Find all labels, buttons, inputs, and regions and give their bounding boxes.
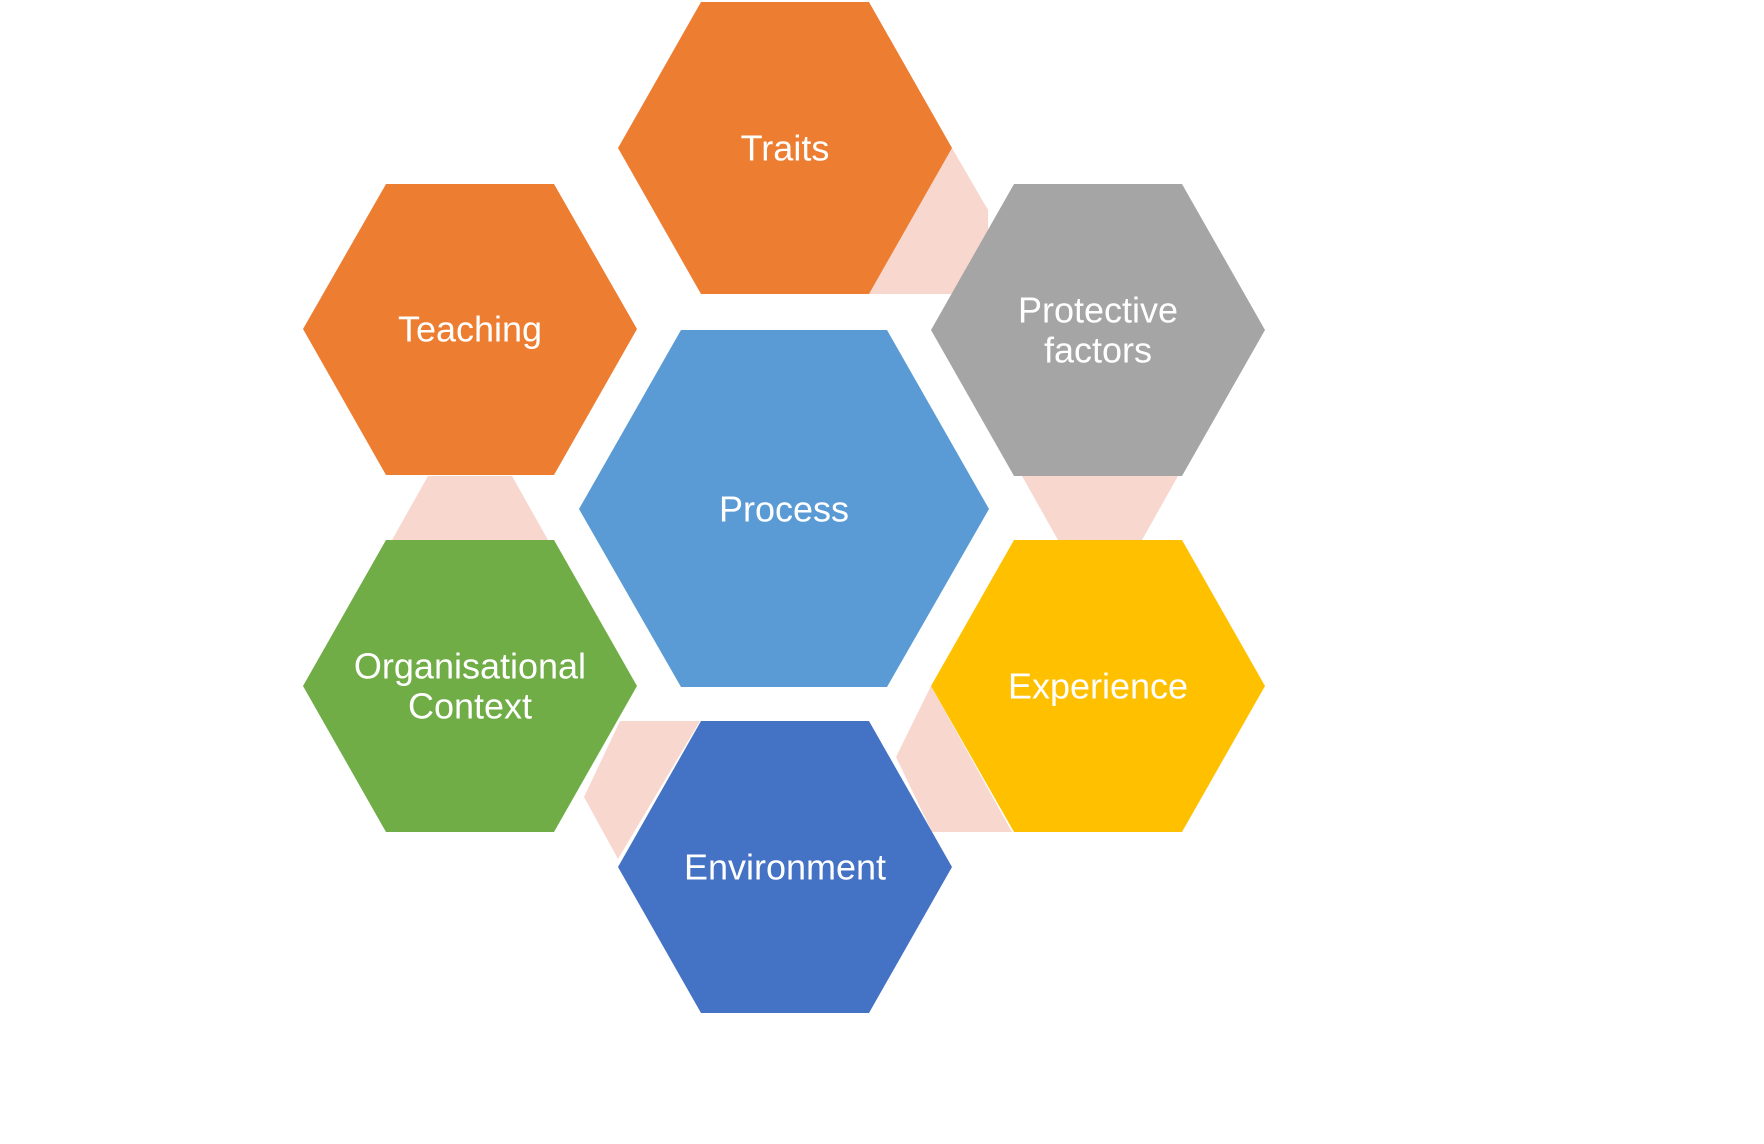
hexagon-label: Experience — [1008, 666, 1188, 707]
connector-shape — [1022, 476, 1178, 540]
connector-group — [392, 148, 1178, 859]
hexagon-shape — [303, 540, 637, 832]
hexagon-environment: Environment — [618, 721, 952, 1013]
hexagon-shape — [618, 721, 952, 1013]
hexagon-shape — [618, 2, 952, 294]
hexagon-label: Teaching — [398, 309, 542, 350]
hexagon-label: Process — [719, 489, 849, 530]
hexagon-teaching: Teaching — [303, 184, 637, 475]
hexagon-traits: Traits — [618, 2, 952, 294]
hexagon-label-line-1: Organisational — [354, 646, 586, 687]
connector-shape — [896, 686, 1012, 832]
hexagon-label-line-2: factors — [1044, 330, 1152, 371]
connector-shape — [392, 476, 548, 540]
hexagon-shape — [931, 184, 1265, 476]
hexagon-protective-factors: Protective factors — [931, 184, 1265, 476]
connector-shape — [869, 148, 988, 294]
hexagon-label-line-2: Context — [408, 686, 532, 727]
hexagon-organisational-context: Organisational Context — [303, 540, 637, 832]
hexagon-label: Traits — [741, 128, 830, 169]
hexagon-shape — [303, 184, 637, 475]
hexagon-label: Environment — [684, 847, 886, 888]
connector-shape — [584, 721, 700, 859]
hexagon-label-line-1: Protective — [1018, 290, 1178, 331]
hexagon-shape — [931, 540, 1265, 832]
hexagon-process-center: Process — [579, 330, 989, 687]
hexagon-experience: Experience — [931, 540, 1265, 832]
hexagon-shape — [579, 330, 989, 687]
